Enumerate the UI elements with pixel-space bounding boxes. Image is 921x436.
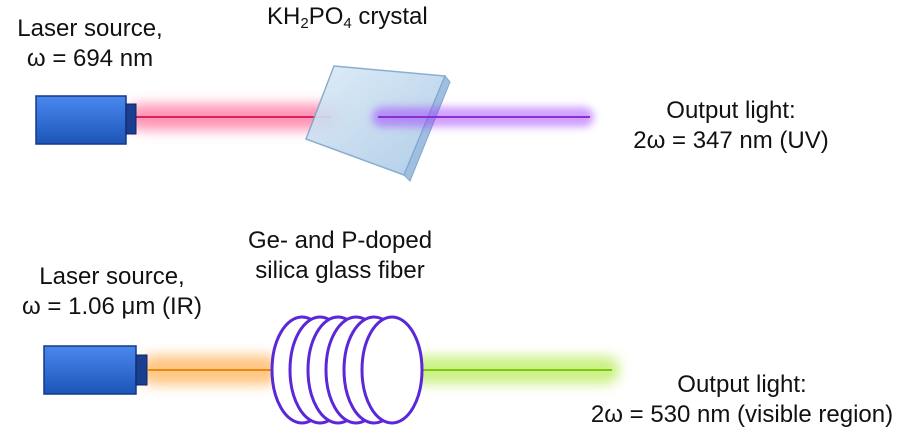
output-line1-top: Output light:	[666, 97, 796, 124]
crystal-label: KH2PO4 crystal	[267, 2, 428, 32]
laser-source-top	[35, 95, 127, 145]
fiber-label: Ge- and P-doped silica glass fiber	[230, 226, 450, 286]
laser-aperture-bottom	[135, 354, 148, 386]
crystal-mid: PO	[308, 3, 344, 30]
crystal-prefix: KH	[267, 3, 301, 30]
source-line1-bottom: Laser source,	[39, 263, 185, 290]
laser-source-bottom	[43, 345, 137, 395]
laser-source-label-top: Laser source, ω = 694 nm	[0, 14, 180, 74]
output-line1-bottom: Output light:	[677, 371, 807, 398]
laser-source-label-bottom: Laser source, ω = 1.06 μm (IR)	[0, 262, 224, 322]
crystal-sub2: 4	[343, 15, 352, 32]
source-line1-top: Laser source,	[17, 15, 163, 42]
output-line2-top: 2ω = 347 nm (UV)	[633, 127, 829, 154]
crystal-suffix: crystal	[351, 3, 428, 30]
fiber-line1: Ge- and P-doped	[247, 227, 433, 254]
crystal-sub1: 2	[300, 15, 309, 32]
output-line2-bottom: 2ω = 530 nm (visible region)	[590, 401, 894, 428]
source-line2-top: ω = 694 nm	[26, 45, 154, 72]
laser-aperture-top	[125, 103, 137, 135]
source-line2-bottom: ω = 1.06 μm (IR)	[22, 293, 202, 320]
fiber-coil	[270, 315, 424, 425]
fiber-line2: silica glass fiber	[255, 257, 425, 284]
output-label-bottom: Output light: 2ω = 530 nm (visible regio…	[566, 370, 918, 430]
output-label-top: Output light: 2ω = 347 nm (UV)	[606, 96, 856, 156]
